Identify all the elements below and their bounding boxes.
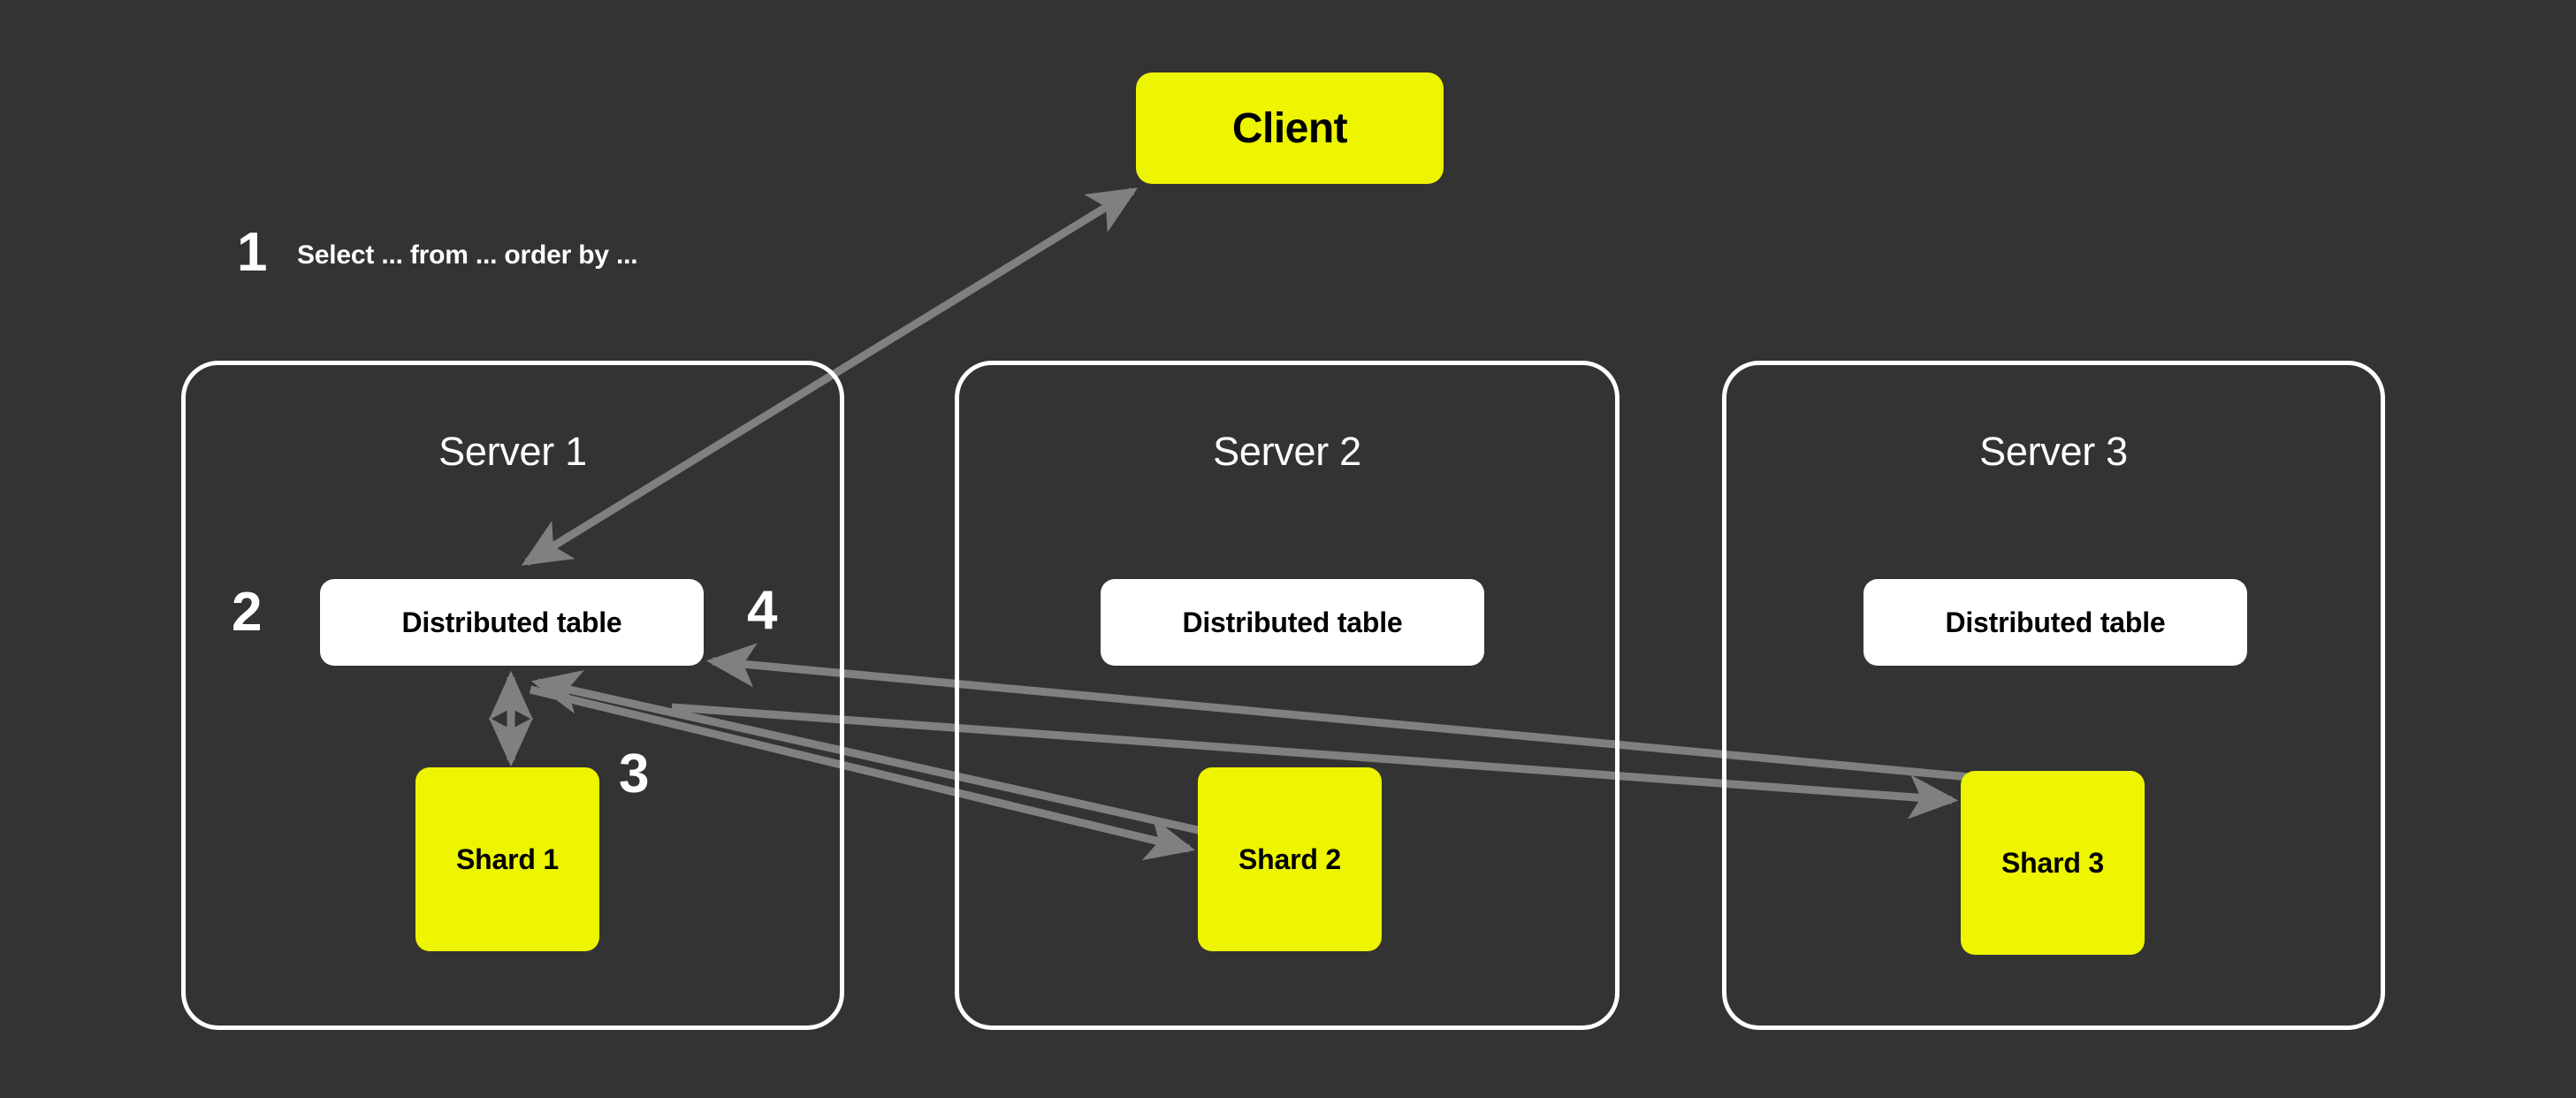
step-marker-4: 4	[747, 580, 778, 641]
shard-2-node[interactable]: Shard 2	[1198, 767, 1382, 951]
step-marker-2: 2	[232, 582, 263, 643]
distributed-table-server-1[interactable]: Distributed table	[320, 579, 704, 666]
server-1-frame: Server 1	[181, 361, 844, 1030]
shard-2-label: Shard 2	[1238, 843, 1341, 875]
server-2-title: Server 2	[1213, 429, 1361, 474]
distributed-table-label: Distributed table	[1182, 606, 1403, 638]
step-marker-1: 1	[237, 222, 268, 283]
shard-1-node[interactable]: Shard 1	[415, 767, 599, 951]
shard-3-node[interactable]: Shard 3	[1961, 771, 2145, 955]
shard-3-label: Shard 3	[2001, 846, 2104, 879]
server-3-title: Server 3	[1979, 429, 2128, 474]
client-node[interactable]: Client	[1136, 72, 1444, 184]
distributed-table-label: Distributed table	[1945, 606, 2166, 638]
query-text-label: Select ... from ... order by ...	[297, 240, 638, 270]
server-2-frame: Server 2	[955, 361, 1620, 1030]
distributed-table-server-3[interactable]: Distributed table	[1863, 579, 2247, 666]
step-marker-3: 3	[619, 743, 650, 804]
server-3-frame: Server 3	[1722, 361, 2385, 1030]
distributed-table-label: Distributed table	[401, 606, 622, 638]
client-label: Client	[1231, 104, 1348, 152]
server-1-title: Server 1	[438, 429, 587, 474]
shard-1-label: Shard 1	[456, 843, 559, 875]
distributed-table-server-2[interactable]: Distributed table	[1101, 579, 1484, 666]
